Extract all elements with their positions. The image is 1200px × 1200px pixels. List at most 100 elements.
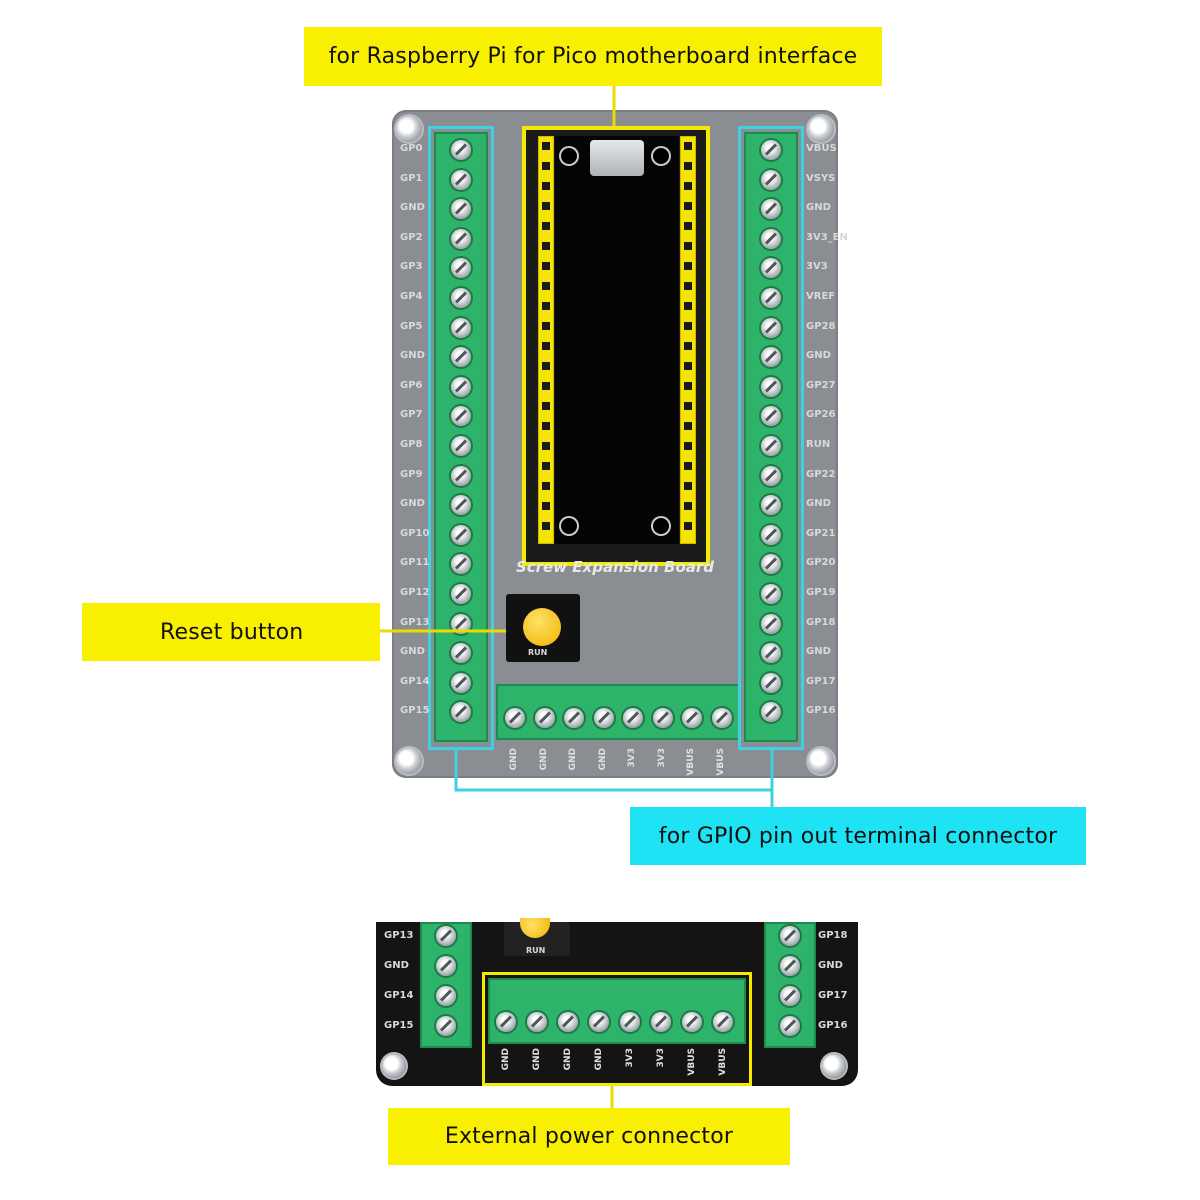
screw-icon <box>761 169 781 190</box>
pin-label: GP21 <box>806 527 836 539</box>
screw-icon <box>682 1012 702 1032</box>
screw-icon <box>713 1012 733 1032</box>
pin-label: 3V3 <box>627 748 637 768</box>
screw-icon <box>761 258 781 279</box>
header-pin <box>684 402 692 410</box>
pin-label: VBUS <box>686 748 696 776</box>
pin-label: GP13 <box>384 930 414 941</box>
screw-icon <box>451 347 471 368</box>
pin-label: GND <box>509 748 519 771</box>
zoom-reset-button-label: RUN <box>526 946 546 955</box>
header-pin <box>542 482 550 490</box>
header-pin <box>684 522 692 530</box>
usb-port-icon <box>590 140 644 176</box>
header-pin <box>684 342 692 350</box>
screw-icon <box>620 1012 640 1032</box>
header-pin <box>684 322 692 330</box>
screw-icon <box>436 986 456 1006</box>
pin-label: VBUS <box>687 1048 697 1076</box>
pin-label: GND <box>400 202 425 214</box>
pin-label: GND <box>818 960 843 971</box>
pin-label: GP17 <box>818 990 848 1001</box>
screw-icon <box>761 228 781 249</box>
screw-icon <box>780 986 800 1006</box>
screw-icon <box>711 708 732 728</box>
screw-icon <box>761 406 781 427</box>
pin-label: GND <box>501 1048 511 1071</box>
screw-icon <box>451 524 471 545</box>
screw-icon <box>451 258 471 279</box>
screw-icon <box>451 199 471 220</box>
pin-label: RUN <box>806 439 831 450</box>
screw-icon <box>451 317 471 338</box>
screw-icon <box>780 956 800 976</box>
header-pin <box>542 222 550 230</box>
screw-icon <box>761 524 781 545</box>
zoom-mounting-hole <box>822 1054 846 1078</box>
pin-label: GP27 <box>806 379 836 391</box>
screw-icon <box>505 708 525 728</box>
header-pin <box>542 322 550 330</box>
pin-label: GND <box>400 646 425 658</box>
screw-icon <box>451 406 471 427</box>
header-pin <box>542 182 550 190</box>
screw-icon <box>451 495 471 516</box>
pico-mount-hole <box>653 518 669 534</box>
header-pin <box>542 382 550 390</box>
header-pin <box>684 142 692 150</box>
screw-icon <box>451 554 471 575</box>
screw-icon <box>558 1012 578 1032</box>
screw-icon <box>451 584 471 604</box>
screw-icon <box>451 613 471 634</box>
header-pin <box>542 462 550 470</box>
pin-label: GP4 <box>400 291 423 302</box>
pin-label: VREF <box>806 291 836 302</box>
pin-label: GP18 <box>818 930 848 941</box>
header-pin <box>684 362 692 370</box>
screw-icon <box>451 140 471 160</box>
pin-label: GP14 <box>400 675 430 687</box>
pin-label: GP28 <box>806 320 836 332</box>
header-pin <box>684 222 692 230</box>
pin-label: GP18 <box>806 616 836 628</box>
pin-label: GP2 <box>400 231 423 243</box>
header-pin <box>684 182 692 190</box>
pin-label: GND <box>400 350 425 362</box>
zoom-mounting-hole <box>382 1054 406 1078</box>
header-pin <box>684 482 692 490</box>
pin-label: 3V3 <box>656 748 667 768</box>
screw-icon <box>652 708 673 728</box>
external-power-callout: External power connector <box>388 1108 790 1165</box>
header-pin <box>684 302 692 310</box>
board-title: Screw Expansion Board <box>515 558 715 576</box>
header-pin <box>542 502 550 510</box>
screw-icon <box>589 1012 609 1032</box>
pin-label: GP14 <box>384 990 414 1001</box>
screw-icon <box>761 347 781 368</box>
pin-label: GND <box>806 498 831 510</box>
screw-icon <box>780 926 800 946</box>
pin-label: 3V3 <box>806 261 828 273</box>
pin-label: GP15 <box>400 705 430 717</box>
pin-label: GP19 <box>806 587 836 598</box>
screw-icon <box>761 613 781 634</box>
header-pin <box>684 422 692 430</box>
screw-icon <box>623 708 643 728</box>
pin-label: GND <box>806 646 831 658</box>
screw-icon <box>527 1012 547 1032</box>
pin-label: GP13 <box>400 616 430 628</box>
mounting-hole <box>808 116 834 142</box>
pin-label: GP22 <box>806 468 836 480</box>
header-pin <box>542 242 550 250</box>
mounting-hole <box>396 116 422 142</box>
pin-label: GND <box>384 960 409 971</box>
zoom-terminal-bottom <box>488 978 746 1044</box>
pin-label: GP7 <box>400 409 423 421</box>
pin-label: GP12 <box>400 587 430 598</box>
pin-label: GND <box>538 748 549 771</box>
screw-icon <box>451 376 471 397</box>
header-pin <box>542 402 550 410</box>
pin-label: VBUS <box>718 1048 728 1076</box>
screw-icon <box>451 465 471 486</box>
screw-icon <box>761 436 781 456</box>
